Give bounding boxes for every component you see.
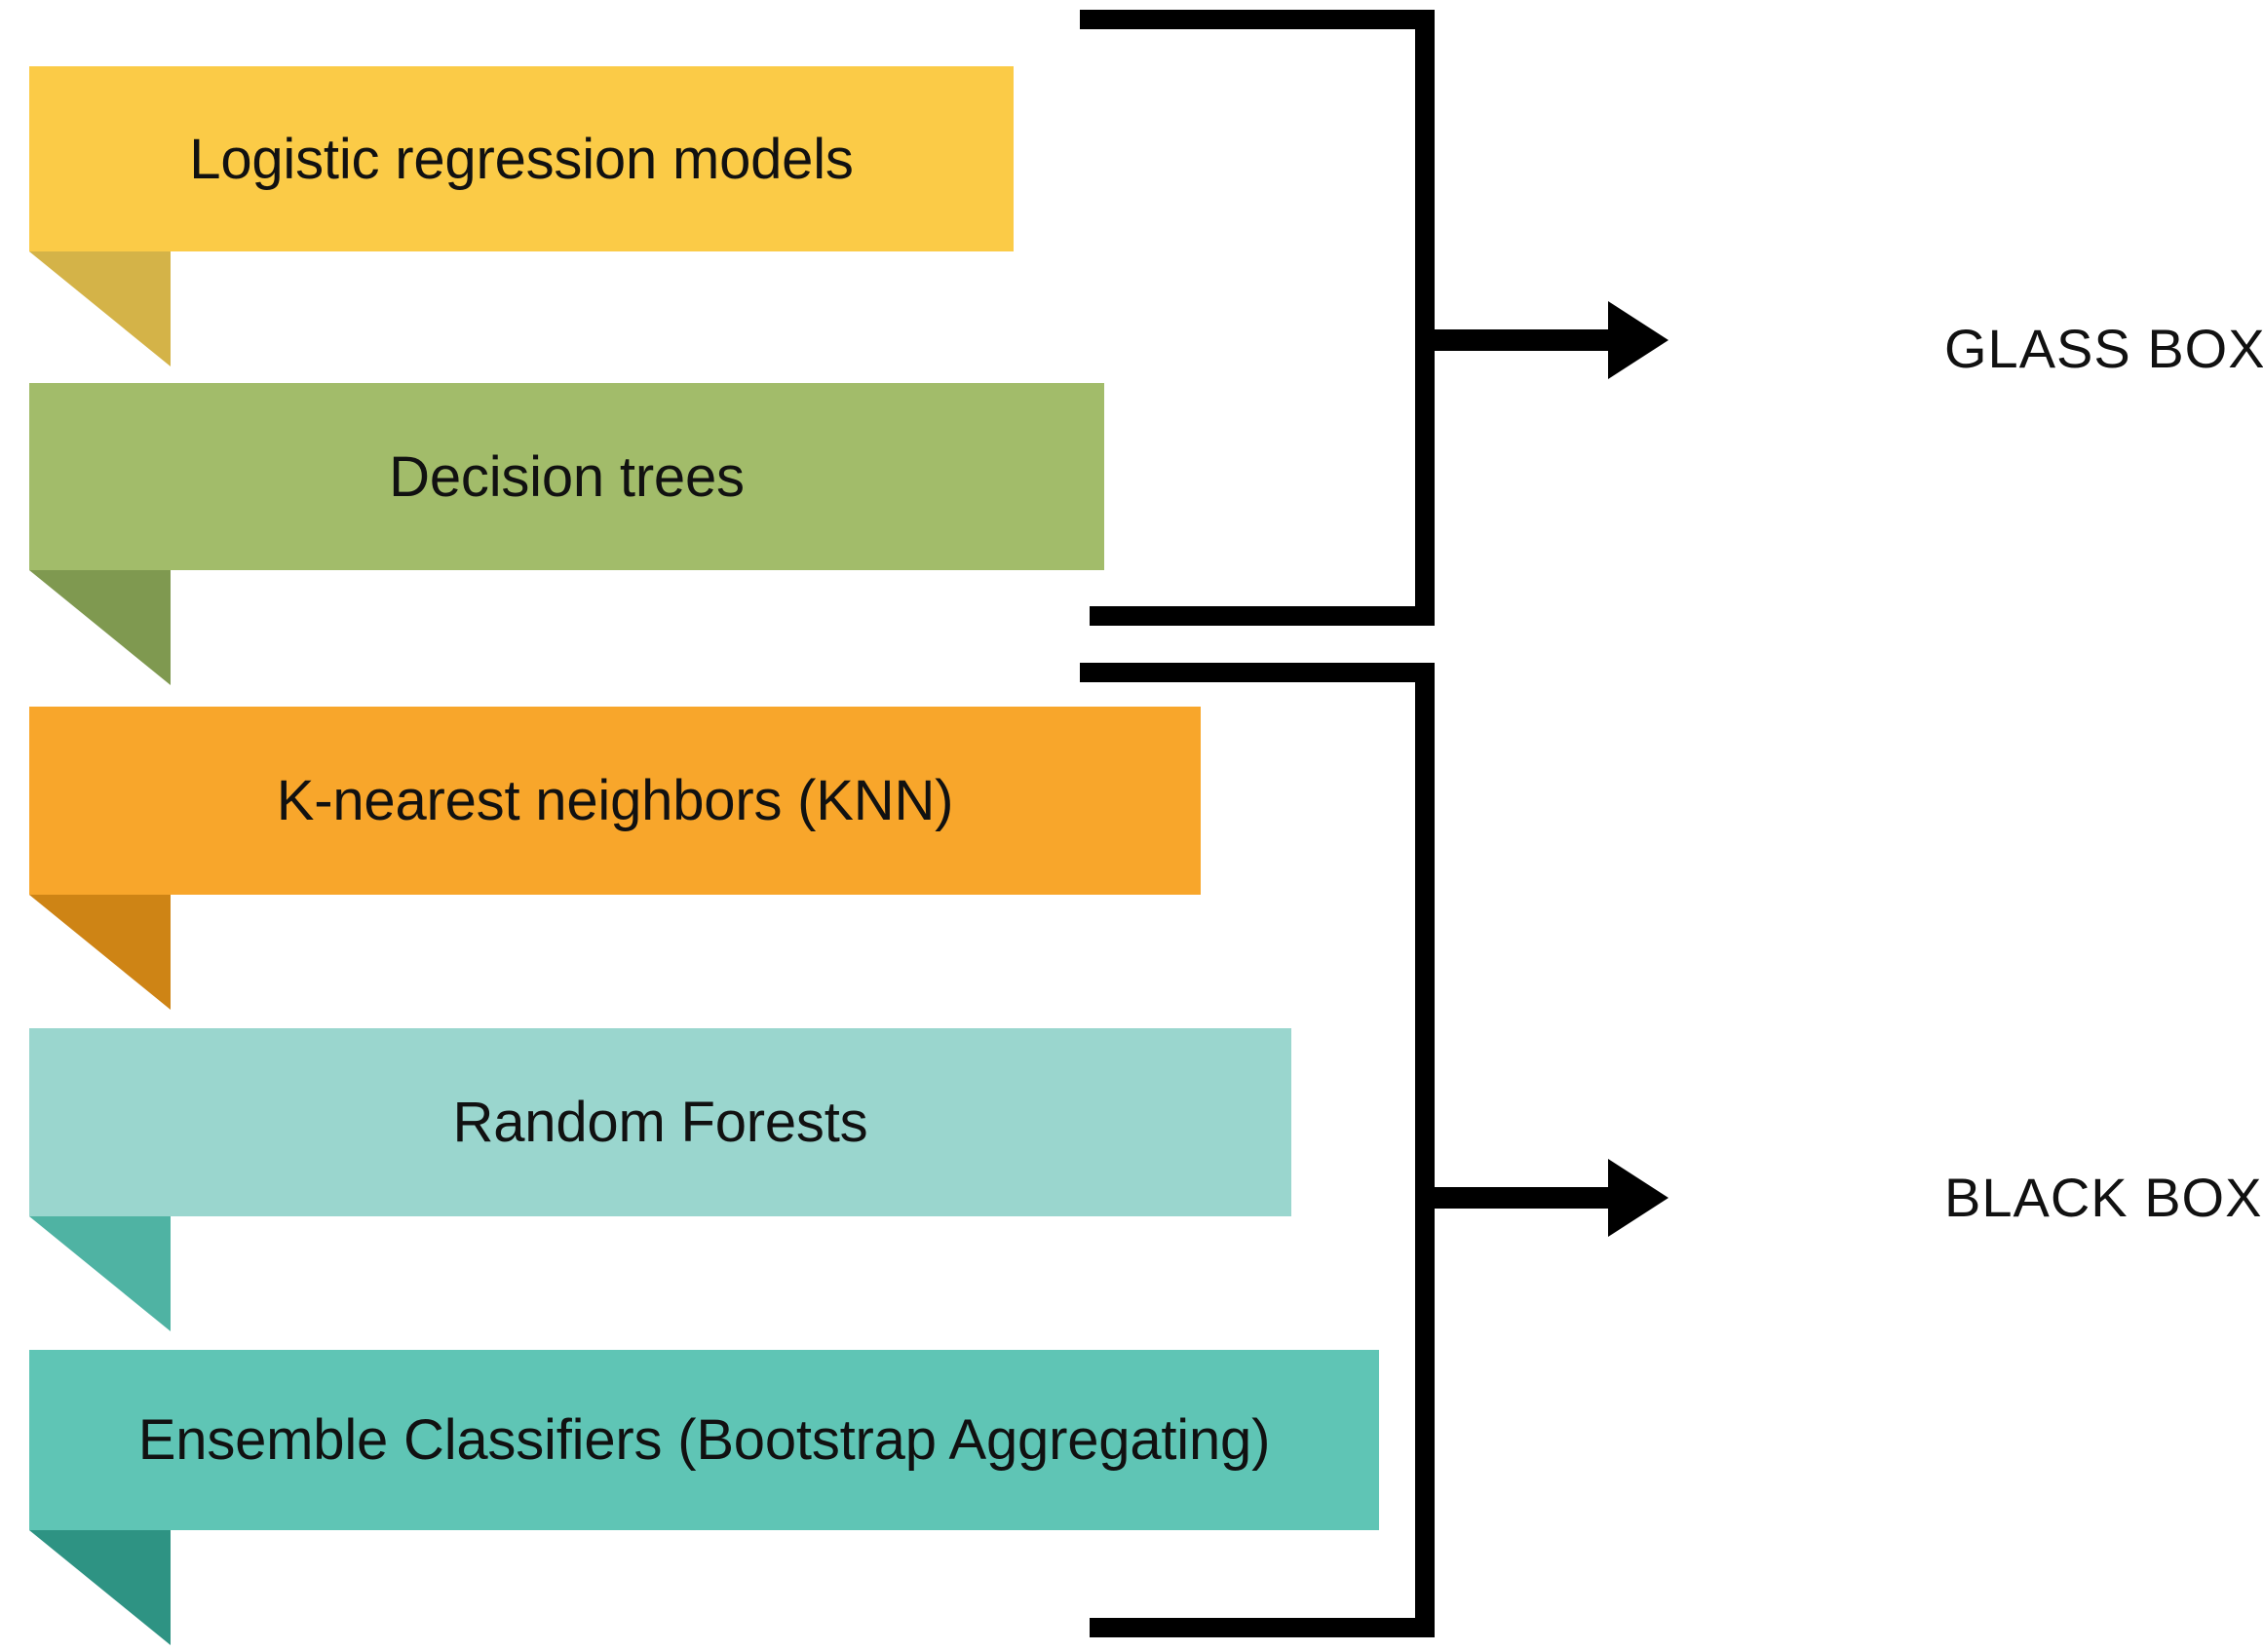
arrow-head-icon-glass-box <box>1608 301 1668 379</box>
arrow-shaft-glass-box <box>1429 329 1614 351</box>
ribbon-label-logistic-regression: Logistic regression models <box>189 127 854 191</box>
bracket-top-line-black-box <box>1080 663 1433 682</box>
arrow-shaft-black-box <box>1429 1187 1614 1209</box>
group-label-glass-box: GLASS BOX <box>1944 318 2263 379</box>
ribbon-fold-random-forests <box>29 1216 171 1331</box>
arrow-head-icon-black-box <box>1608 1159 1668 1237</box>
bracket-bottom-line-glass-box <box>1090 606 1433 626</box>
ribbon-label-decision-trees: Decision trees <box>389 444 745 509</box>
ribbon-body-logistic-regression: Logistic regression models <box>29 66 1014 251</box>
ribbon-label-random-forests: Random Forests <box>452 1091 868 1154</box>
bracket-bottom-line-black-box <box>1090 1618 1433 1637</box>
ribbon-fold-logistic-regression <box>29 251 171 366</box>
bracket-vertical-line-black-box <box>1415 663 1435 1637</box>
group-label-black-box: BLACK BOX <box>1944 1167 2263 1228</box>
ribbon-fold-ensemble-classifiers <box>29 1530 171 1645</box>
ribbon-body-ensemble-classifiers: Ensemble Classifiers (Bootstrap Aggregat… <box>29 1350 1379 1530</box>
ribbon-label-k-nearest-neighbors: K-nearest neighbors (KNN) <box>276 769 954 832</box>
ribbon-body-decision-trees: Decision trees <box>29 383 1104 570</box>
ribbon-fold-k-nearest-neighbors <box>29 895 171 1010</box>
bracket-vertical-line-glass-box <box>1415 10 1435 626</box>
ribbon-body-k-nearest-neighbors: K-nearest neighbors (KNN) <box>29 707 1201 895</box>
ribbon-body-random-forests: Random Forests <box>29 1028 1291 1216</box>
ribbon-fold-decision-trees <box>29 570 171 685</box>
ribbon-label-ensemble-classifiers: Ensemble Classifiers (Bootstrap Aggregat… <box>137 1408 1271 1472</box>
bracket-top-line-glass-box <box>1080 10 1433 29</box>
